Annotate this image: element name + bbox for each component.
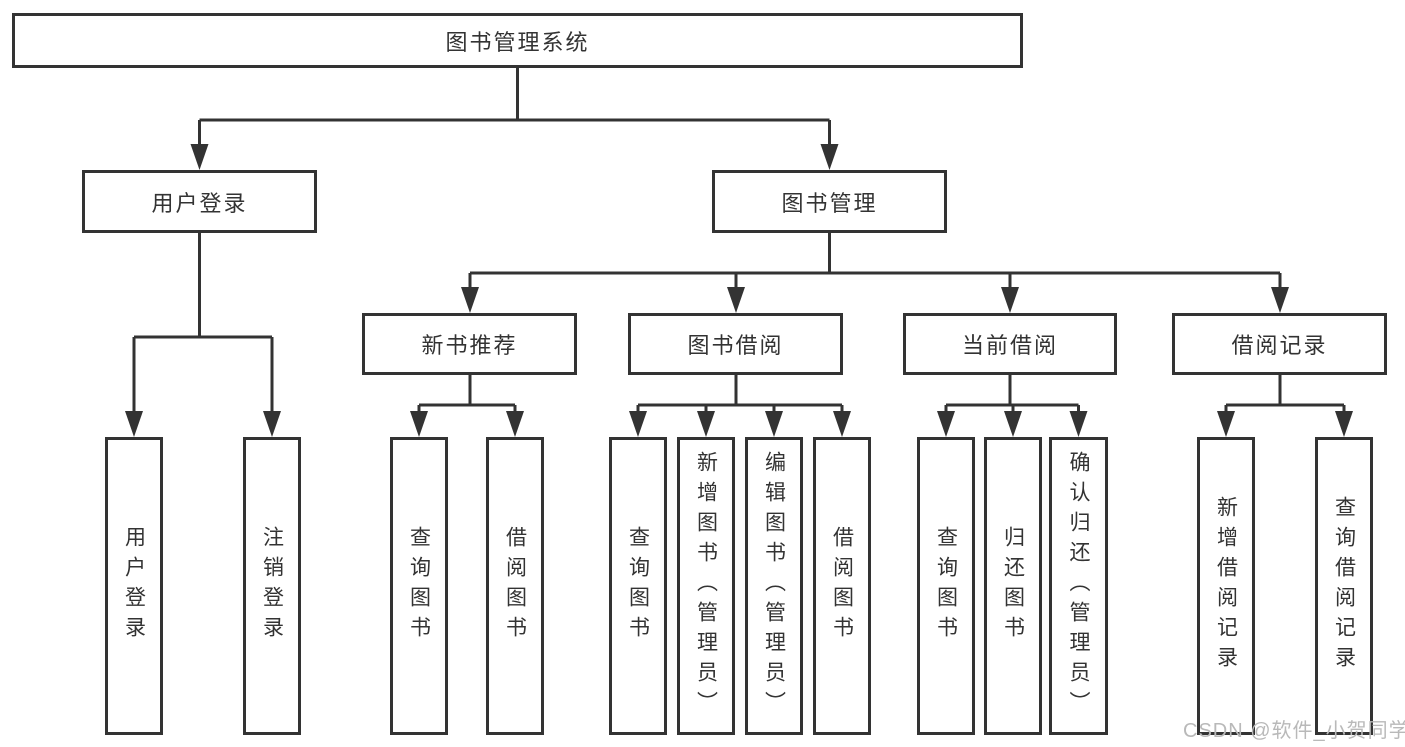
node-book-management: 图书管理 [712, 170, 947, 233]
node-new-book-recommend: 新书推荐 [362, 313, 577, 375]
leaf-label: 编辑图书（管理员） [762, 451, 786, 721]
node-label: 用户登录 [151, 190, 248, 216]
node-user-login: 用户登录 [82, 170, 317, 233]
leaf-label: 新增借阅记录 [1214, 496, 1238, 676]
leaf-label: 查询图书 [934, 526, 958, 646]
leaf-label: 查询借阅记录 [1332, 496, 1356, 676]
csdn-watermark: CSDN @软件_小贺同学 [1183, 720, 1405, 742]
leaf-label: 确认归还（管理员） [1067, 451, 1090, 721]
leaf-return-books: 归还图书 [984, 437, 1042, 735]
leaf-query-books-current: 查询图书 [917, 437, 975, 735]
node-label: 新书推荐 [421, 333, 518, 358]
node-label: 图书借阅 [687, 333, 784, 358]
leaf-label: 用户登录 [122, 526, 146, 646]
leaf-user-login: 用户登录 [105, 437, 163, 735]
leaf-query-borrow-record: 查询借阅记录 [1315, 437, 1373, 735]
leaf-borrow-books: 借阅图书 [813, 437, 871, 735]
connector-paths [132, 68, 1346, 415]
leaf-label: 注销登录 [260, 526, 284, 646]
leaf-confirm-return-admin: 确认归还（管理员） [1049, 437, 1108, 735]
node-label: 图书管理 [781, 190, 878, 216]
leaf-edit-books-admin: 编辑图书（管理员） [745, 437, 803, 735]
leaf-label: 查询图书 [626, 526, 650, 646]
node-current-borrow: 当前借阅 [903, 313, 1117, 375]
leaf-label: 归还图书 [1001, 526, 1025, 646]
leaf-label: 借阅图书 [830, 526, 854, 646]
node-book-borrow: 图书借阅 [628, 313, 843, 375]
leaf-label: 查询图书 [407, 526, 431, 646]
leaf-add-books-admin: 新增图书（管理员） [677, 437, 735, 735]
node-borrow-records: 借阅记录 [1172, 313, 1387, 375]
node-label: 当前借阅 [961, 333, 1058, 358]
leaf-label: 借阅图书 [503, 526, 527, 646]
leaf-query-books-recommend: 查询图书 [390, 437, 448, 735]
leaf-logout: 注销登录 [243, 437, 301, 735]
arrowhead-icons [125, 144, 1353, 437]
node-label: 借阅记录 [1231, 333, 1328, 358]
leaf-add-borrow-record: 新增借阅记录 [1197, 437, 1255, 735]
leaf-query-books-borrow: 查询图书 [609, 437, 667, 735]
leaf-label: 新增图书（管理员） [694, 451, 718, 721]
node-library-system: 图书管理系统 [12, 13, 1023, 68]
leaf-borrow-books-recommend: 借阅图书 [486, 437, 544, 735]
node-label: 图书管理系统 [445, 29, 590, 55]
